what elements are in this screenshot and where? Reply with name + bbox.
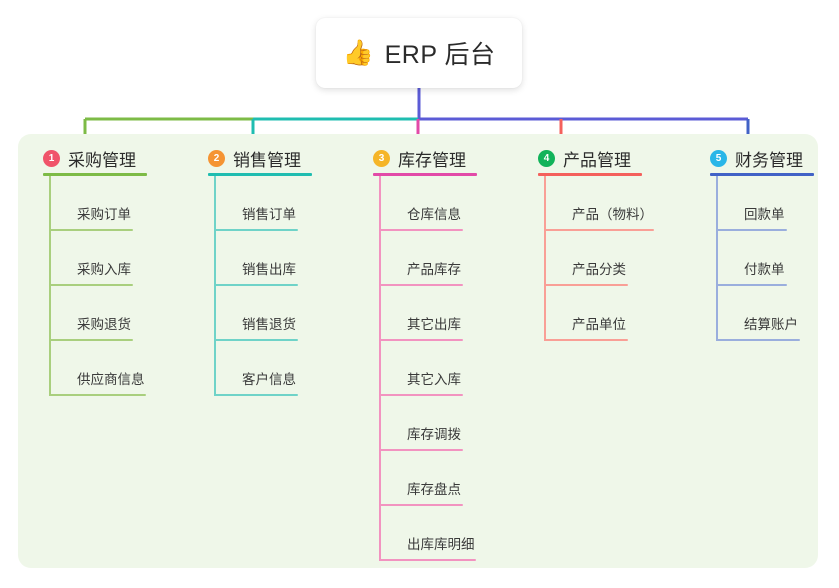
column-underline-4 [538, 173, 642, 176]
leaf-node[interactable]: 付款单 [716, 231, 814, 286]
leaf-node[interactable]: 产品单位 [544, 286, 642, 341]
leaf-node[interactable]: 回款单 [716, 176, 814, 231]
leaf-underline [214, 284, 298, 286]
leaf-underline [379, 504, 463, 506]
column-3: 3 库存管理仓库信息产品库存其它出库其它入库库存调拨库存盘点出库库明细 [373, 140, 477, 561]
leaf-underline [214, 394, 298, 396]
leaf-label: 采购入库 [77, 262, 131, 277]
leaf-underline [214, 229, 298, 231]
leaf-label: 客户信息 [242, 372, 296, 387]
column-badge-3: 3 [373, 149, 390, 167]
leaf-label: 出库库明细 [407, 537, 475, 552]
leaf-label: 供应商信息 [77, 372, 145, 387]
leaf-node[interactable]: 产品库存 [379, 231, 477, 286]
column-4: 4 产品管理产品（物料） 产品分类产品单位 [538, 140, 654, 341]
column-badge-2: 2 [208, 149, 225, 167]
leaf-node[interactable]: 产品（物料） [544, 176, 654, 231]
leaf-label: 销售订单 [242, 207, 296, 222]
leaf-underline [716, 339, 800, 341]
leaf-label: 库存调拨 [407, 427, 461, 442]
column-branch-line-4 [544, 176, 546, 341]
leaf-label: 销售退货 [242, 317, 296, 332]
leaf-node[interactable]: 客户信息 [214, 341, 312, 396]
root-node-card[interactable]: 👍 ERP 后台 [316, 18, 522, 88]
leaf-label: 回款单 [744, 207, 785, 222]
leaf-node[interactable]: 出库库明细 [379, 506, 477, 561]
diagram-panel [18, 134, 818, 568]
column-badge-4: 4 [538, 149, 555, 167]
column-branch-line-2 [214, 176, 216, 396]
leaf-underline [379, 229, 463, 231]
leaf-label: 产品库存 [407, 262, 461, 277]
leaf-node[interactable]: 供应商信息 [49, 341, 147, 396]
column-title-1: 采购管理 [68, 150, 136, 170]
column-header-5[interactable]: 5 财务管理 [710, 140, 814, 176]
leaf-underline [49, 229, 133, 231]
column-underline-5 [710, 173, 814, 176]
leaf-underline [49, 339, 133, 341]
column-2: 2 销售管理销售订单销售出库销售退货客户信息 [208, 140, 312, 396]
leaf-underline [379, 559, 476, 561]
leaf-underline [214, 339, 298, 341]
column-branch-line-3 [379, 176, 381, 561]
leaf-node[interactable]: 库存盘点 [379, 451, 477, 506]
leaf-label: 其它入库 [407, 372, 461, 387]
column-title-4: 产品管理 [563, 150, 631, 170]
leaf-underline [379, 449, 463, 451]
column-header-4[interactable]: 4 产品管理 [538, 140, 642, 176]
thumbs-up-icon: 👍 [342, 38, 374, 67]
leaf-label: 付款单 [744, 262, 785, 277]
leaf-label: 销售出库 [242, 262, 296, 277]
leaf-label: 产品（物料） [572, 207, 653, 222]
column-underline-1 [43, 173, 147, 176]
column-underline-3 [373, 173, 477, 176]
column-badge-5: 5 [710, 149, 727, 167]
column-1: 1 采购管理采购订单采购入库采购退货供应商信息 [43, 140, 147, 396]
leaf-node[interactable]: 库存调拨 [379, 396, 477, 451]
leaf-node[interactable]: 其它入库 [379, 341, 477, 396]
leaf-underline [544, 339, 628, 341]
leaf-underline [544, 284, 628, 286]
leaf-node[interactable]: 采购订单 [49, 176, 147, 231]
column-branch-line-5 [716, 176, 718, 341]
leaf-node[interactable]: 产品分类 [544, 231, 642, 286]
leaf-node[interactable]: 销售退货 [214, 286, 312, 341]
leaf-node[interactable]: 仓库信息 [379, 176, 477, 231]
column-header-1[interactable]: 1 采购管理 [43, 140, 147, 176]
leaf-label: 产品单位 [572, 317, 626, 332]
leaf-underline [49, 284, 133, 286]
leaf-node[interactable]: 销售订单 [214, 176, 312, 231]
leaf-node[interactable]: 采购入库 [49, 231, 147, 286]
column-title-5: 财务管理 [735, 150, 803, 170]
leaf-label: 产品分类 [572, 262, 626, 277]
leaf-label: 仓库信息 [407, 207, 461, 222]
leaf-underline [544, 229, 654, 231]
leaf-underline [379, 394, 463, 396]
leaf-underline [49, 394, 146, 396]
leaf-label: 采购订单 [77, 207, 131, 222]
leaf-node[interactable]: 其它出库 [379, 286, 477, 341]
leaf-underline [379, 339, 463, 341]
column-5: 5 财务管理回款单付款单结算账户 [710, 140, 814, 341]
column-title-2: 销售管理 [233, 150, 301, 170]
leaf-underline [716, 284, 787, 286]
column-badge-1: 1 [43, 149, 60, 167]
column-underline-2 [208, 173, 312, 176]
leaf-label: 其它出库 [407, 317, 461, 332]
column-header-2[interactable]: 2 销售管理 [208, 140, 312, 176]
leaf-label: 库存盘点 [407, 482, 461, 497]
leaf-node[interactable]: 采购退货 [49, 286, 147, 341]
leaf-node[interactable]: 结算账户 [716, 286, 814, 341]
root-node-title: ERP 后台 [384, 41, 496, 69]
leaf-label: 采购退货 [77, 317, 131, 332]
column-header-3[interactable]: 3 库存管理 [373, 140, 477, 176]
leaf-node[interactable]: 销售出库 [214, 231, 312, 286]
leaf-underline [379, 284, 463, 286]
column-title-3: 库存管理 [398, 150, 466, 170]
leaf-label: 结算账户 [744, 317, 798, 332]
leaf-underline [716, 229, 787, 231]
column-branch-line-1 [49, 176, 51, 396]
